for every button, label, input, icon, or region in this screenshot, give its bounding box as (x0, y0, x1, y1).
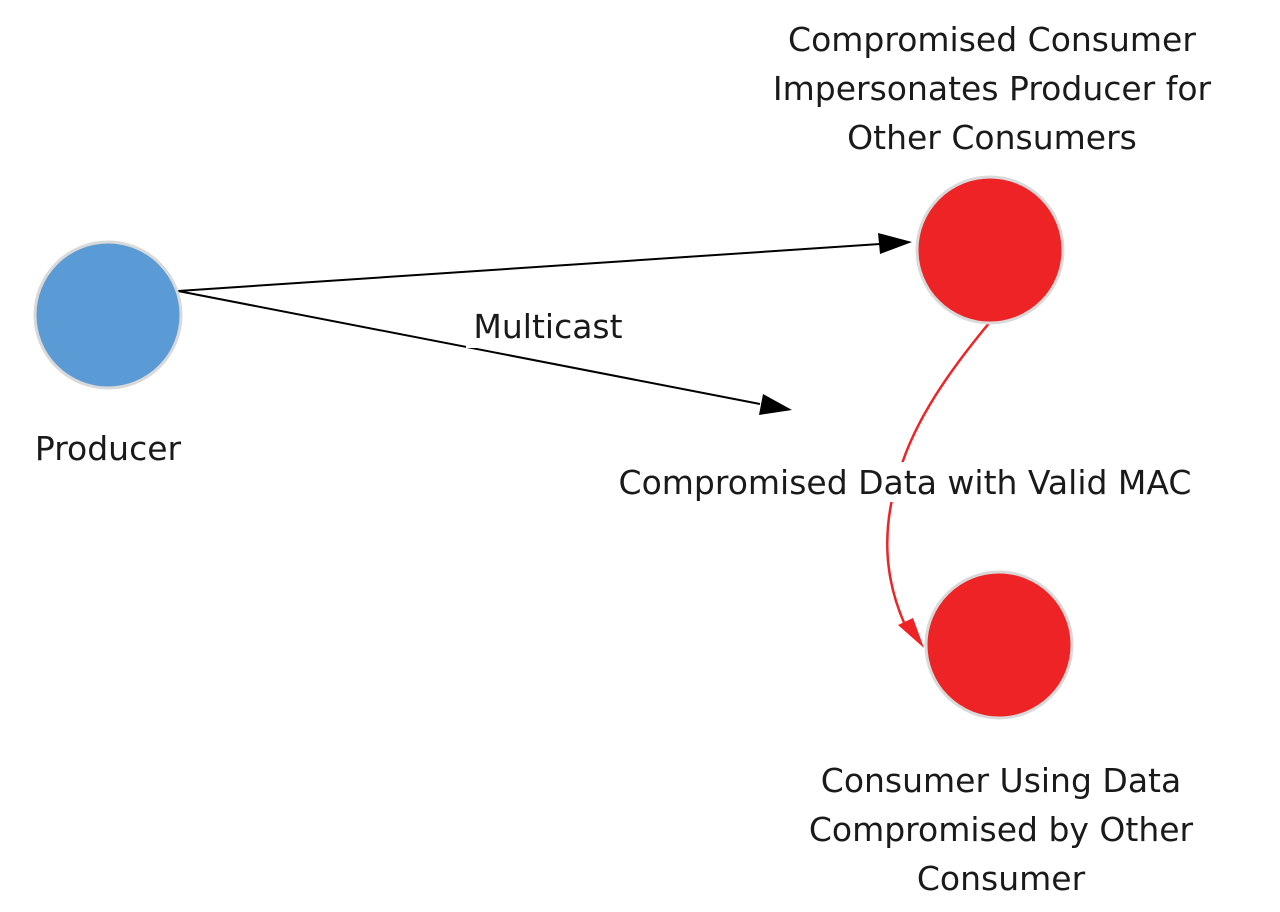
compromised-consumer-label-line-2: Impersonates Producer for (773, 69, 1212, 108)
producer-node (33, 240, 183, 390)
compromised-data-label: Compromised Data with Valid MAC (619, 463, 1192, 502)
compromised-consumer-label-line-1: Compromised Consumer (788, 20, 1196, 59)
multicast-label: Multicast (473, 307, 622, 346)
victim-consumer-label-line-2: Compromised by Other (809, 810, 1194, 849)
multicast-arrow-to-compromised-consumer (177, 243, 881, 292)
multicast-label-bg (466, 310, 630, 348)
producer-label: Producer (35, 429, 182, 468)
compromised-consumer-label-line-3: Other Consumers (847, 118, 1137, 157)
multicast-arrowhead-upper (878, 233, 912, 254)
victim-consumer-label-line-1: Consumer Using Data (821, 761, 1181, 800)
compromised-consumer-node (915, 175, 1065, 325)
multicast-arrowhead-lower (759, 394, 792, 415)
compromised-consumer-label: Compromised Consumer Impersonates Produc… (773, 20, 1212, 157)
compromised-data-arrowhead (898, 618, 924, 648)
compromised-data-label-bg (606, 462, 1204, 502)
victim-consumer-label: Consumer Using Data Compromised by Other… (809, 761, 1194, 898)
victim-consumer-node (924, 570, 1074, 720)
victim-consumer-label-line-3: Consumer (917, 859, 1086, 898)
